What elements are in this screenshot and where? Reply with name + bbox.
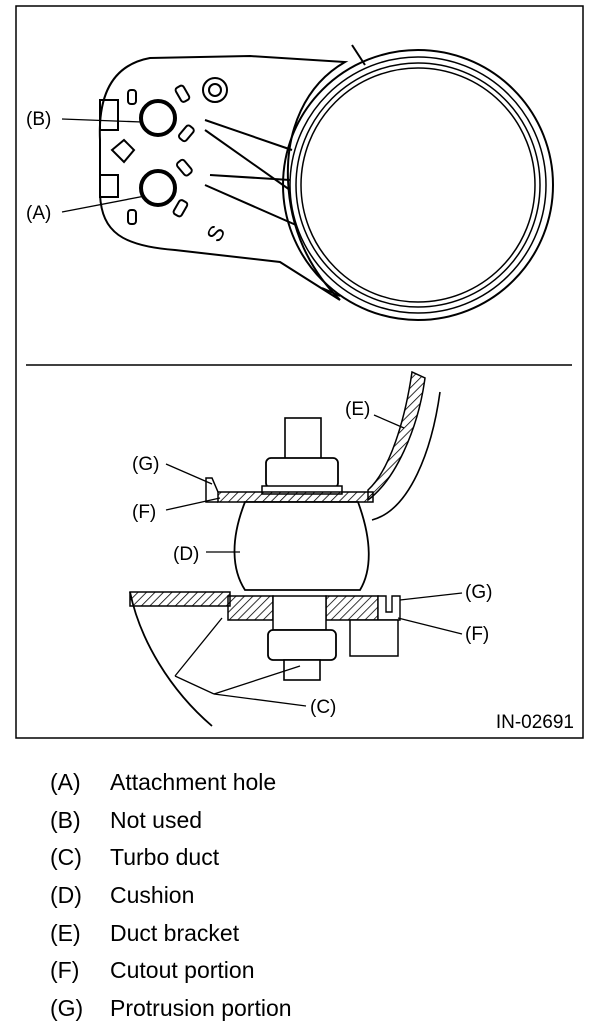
- legend-letter: (F): [50, 957, 80, 984]
- legend-item: (F) Cutout portion: [50, 952, 570, 990]
- diagram-figure: S (B) (A) (E) (G) (F) (D) (G): [15, 5, 584, 739]
- legend-text: Cutout portion: [110, 957, 255, 984]
- bolt-bottom: [283, 659, 321, 681]
- callout-g-right-label: (G): [465, 582, 492, 603]
- callout-c-label: (C): [310, 697, 336, 718]
- top-view-bracket: [98, 54, 349, 301]
- duct-flange: [129, 591, 231, 607]
- legend-item: (A) Attachment hole: [50, 764, 570, 802]
- callout-e-leader: [373, 414, 405, 429]
- legend-letter: (E): [50, 919, 81, 946]
- callout-g-right-leader: [399, 592, 463, 601]
- legend: (A) Attachment hole (B) Not used (C) Tur…: [50, 764, 570, 1027]
- legend-item: (D) Cushion: [50, 877, 570, 915]
- bolt-shank: [272, 595, 327, 631]
- callout-g-left-leader: [165, 463, 213, 485]
- callout-g-left-label: (G): [132, 454, 159, 475]
- bracket-plate: [217, 491, 374, 503]
- callout-a-label: (A): [26, 203, 51, 224]
- legend-letter: (C): [50, 844, 82, 871]
- legend-letter: (A): [50, 769, 81, 796]
- legend-letter: (D): [50, 882, 82, 909]
- legend-letter: (G): [50, 994, 84, 1021]
- legend-letter: (B): [50, 806, 81, 833]
- top-view-duct-ring: [282, 44, 554, 321]
- protrusion-g-right: [377, 595, 401, 621]
- callout-c-leader-3: [174, 617, 223, 677]
- legend-item: (E) Duct bracket: [50, 914, 570, 952]
- cushion-d: [233, 501, 370, 591]
- hole-a: [139, 169, 177, 207]
- nut-bottom: [267, 629, 337, 661]
- legend-text: Duct bracket: [110, 919, 240, 946]
- legend-text: Protrusion portion: [110, 994, 292, 1021]
- callout-b-label: (B): [26, 109, 51, 130]
- callout-e-label: (E): [345, 399, 370, 420]
- legend-text: Attachment hole: [110, 769, 277, 796]
- callout-f-left-label: (F): [132, 502, 156, 523]
- legend-text: Turbo duct: [110, 844, 220, 871]
- legend-text: Cushion: [110, 882, 195, 909]
- legend-text: Not used: [110, 806, 203, 833]
- turbo-duct-curve: [129, 591, 213, 727]
- callout-c-leader-1: [213, 693, 307, 707]
- callout-c-leader-2: [174, 675, 215, 695]
- nut-top: [265, 457, 339, 489]
- callout-c-leader-4: [213, 665, 301, 695]
- cutout-f-block: [349, 619, 399, 657]
- lower-washer-left: [227, 595, 274, 621]
- callout-a-leader: [61, 195, 146, 213]
- callout-f-right-leader: [397, 617, 463, 635]
- hole-b: [139, 99, 177, 137]
- duct-bracket-outer: [371, 391, 441, 521]
- legend-item: (G) Protrusion portion: [50, 990, 570, 1028]
- figure-frame: [15, 5, 584, 739]
- legend-item: (C) Turbo duct: [50, 839, 570, 877]
- figure-code: IN-02691: [496, 712, 574, 733]
- callout-d-label: (D): [173, 544, 199, 565]
- duct-bracket-e: [367, 370, 426, 502]
- bolt-top: [284, 417, 322, 463]
- bracket-mark: S: [201, 221, 230, 246]
- callout-b-leader: [61, 118, 143, 123]
- callout-f-left-leader: [165, 497, 221, 511]
- lower-washer-right: [325, 595, 379, 621]
- callout-f-right-label: (F): [465, 624, 489, 645]
- legend-item: (B) Not used: [50, 802, 570, 840]
- protrusion-g-left: [205, 477, 219, 503]
